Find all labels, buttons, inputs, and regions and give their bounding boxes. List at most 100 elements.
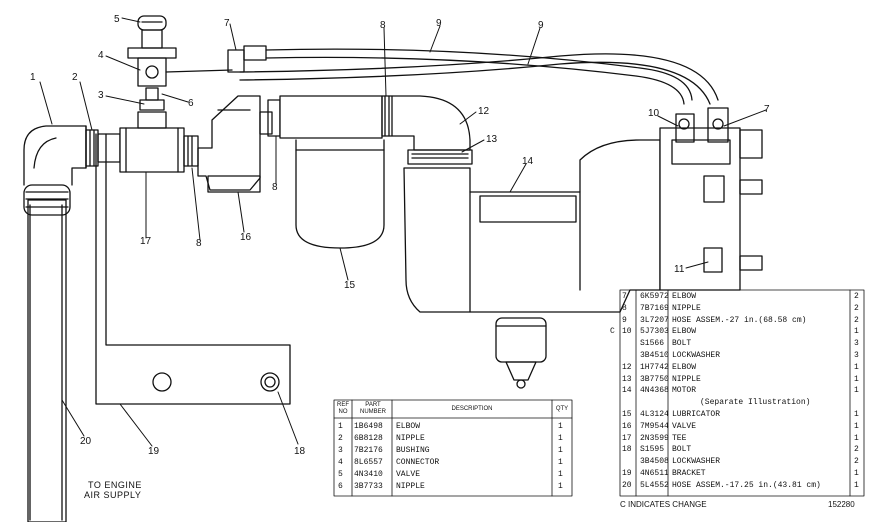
callout-8-mid: 8 xyxy=(272,182,278,193)
left-row-ref: 6 xyxy=(338,482,343,491)
callout-4: 4 xyxy=(98,50,104,61)
right-row-desc: HOSE ASSEM.-27 in.(68.58 cm) xyxy=(672,315,807,325)
left-row-qty: 1 xyxy=(558,470,563,479)
left-row-qty: 1 xyxy=(558,434,563,443)
right-row-qty: 2 xyxy=(854,303,859,313)
right-row-qty: 2 xyxy=(854,292,859,301)
right-row-qty: 3 xyxy=(854,351,859,360)
right-row-ref: 8 xyxy=(622,303,627,313)
air-motor xyxy=(403,139,661,389)
air-supply-note-line2: AIR SUPPLY xyxy=(84,490,142,500)
motor-nipple xyxy=(407,149,473,165)
right-row-desc: LOCKWASHER xyxy=(672,457,721,467)
right-row-part: 5L4552 xyxy=(640,480,669,490)
callout-11: 11 xyxy=(674,264,685,275)
col-header-qty: QTY xyxy=(555,406,569,412)
left-row-part: 7B2176 xyxy=(354,446,383,455)
bushing-and-nipple xyxy=(139,87,165,111)
callout-20: 20 xyxy=(80,436,92,447)
callout-7-top: 7 xyxy=(224,18,230,29)
right-row-ref: 19 xyxy=(622,469,632,478)
col-header-part: PART NUMBER xyxy=(359,402,386,415)
right-row-qty: 1 xyxy=(854,469,859,478)
right-row-ref: 10 xyxy=(622,327,632,337)
right-row-qty: 1 xyxy=(854,374,859,384)
left-row-desc: ELBOW xyxy=(396,422,421,431)
right-row-ref: 17 xyxy=(622,433,632,443)
change-legend: C INDICATES CHANGE xyxy=(620,500,707,509)
control-valve xyxy=(197,95,273,193)
right-row-qty: 1 xyxy=(854,386,859,396)
col-header-ref: REF NO xyxy=(337,402,349,415)
right-row-part: 3B7750 xyxy=(640,374,669,384)
motor-flange xyxy=(659,107,763,291)
callout-18: 18 xyxy=(294,446,306,457)
right-row-part: 4L3124 xyxy=(640,410,669,419)
right-row-qty: 1 xyxy=(854,362,859,372)
right-row-qty: 1 xyxy=(854,480,859,490)
right-row-desc: MOTOR xyxy=(672,386,697,396)
supply-hose xyxy=(23,184,71,522)
col-header-description: DESCRIPTION xyxy=(451,406,493,412)
callout-13: 13 xyxy=(486,134,498,145)
callout-9-left: 9 xyxy=(436,18,442,29)
right-row-part: 5J7303 xyxy=(640,327,669,337)
right-row-desc: BRACKET xyxy=(672,469,706,478)
tee-fitting xyxy=(119,111,199,173)
right-row-part: 4N4368 xyxy=(640,386,669,396)
right-row-ref: 16 xyxy=(622,421,632,431)
table-rules xyxy=(333,289,865,497)
left-row-desc: VALVE xyxy=(396,470,421,479)
left-row-qty: 1 xyxy=(558,422,563,431)
right-row-qty: 1 xyxy=(854,327,859,337)
callout-15: 15 xyxy=(344,280,356,291)
air-supply-note: TO ENGINE AIR SUPPLY xyxy=(84,480,142,500)
callout-3: 3 xyxy=(98,90,104,101)
valve-assembly xyxy=(127,15,233,87)
left-row-part: 8L6557 xyxy=(354,458,383,467)
callout-2: 2 xyxy=(72,72,78,83)
right-row-desc: ELBOW xyxy=(672,327,697,337)
right-row-desc: NIPPLE xyxy=(672,374,701,384)
right-row-qty: 1 xyxy=(854,433,859,443)
left-row-ref: 1 xyxy=(338,422,343,431)
left-row-ref: 2 xyxy=(338,434,343,443)
right-row-desc: LUBRICATOR xyxy=(672,410,721,419)
right-row-part: 4N6511 xyxy=(640,469,669,478)
right-row-desc: HOSE ASSEM.-17.25 in.(43.81 cm) xyxy=(672,480,821,490)
hose-assemblies xyxy=(227,45,719,105)
left-row-qty: 1 xyxy=(558,458,563,467)
callout-14: 14 xyxy=(522,156,534,167)
right-row-desc: VALVE xyxy=(672,421,697,431)
right-row-ref: 20 xyxy=(622,480,632,490)
right-row-ref: 14 xyxy=(622,386,632,396)
left-row-desc: CONNECTOR xyxy=(396,458,440,467)
right-row-part: 3B4510 xyxy=(640,351,669,360)
nipple-fitting xyxy=(85,129,121,167)
left-row-qty: 1 xyxy=(558,482,563,491)
right-row-qty: 2 xyxy=(854,315,859,325)
callout-1: 1 xyxy=(30,72,36,83)
right-row-qty: 1 xyxy=(854,410,859,419)
left-row-ref: 3 xyxy=(338,446,343,455)
left-row-part: 4N3410 xyxy=(354,470,383,479)
right-row-ref: 18 xyxy=(622,445,632,455)
mounting-bracket xyxy=(95,133,291,405)
right-row-part: S1566 xyxy=(640,339,665,349)
callout-5: 5 xyxy=(114,14,120,25)
callout-numbers: 1 2 3 4 5 6 7 7 8 8 8 9 9 10 11 12 13 14… xyxy=(30,14,770,457)
left-row-desc: NIPPLE xyxy=(396,434,425,443)
callout-12: 12 xyxy=(478,106,490,117)
motor-elbow xyxy=(391,95,471,151)
lubricator xyxy=(267,95,393,249)
right-row-part: 1H7742 xyxy=(640,362,669,372)
right-row-part: 2N3599 xyxy=(640,433,669,443)
right-row-part: 3L7207 xyxy=(640,315,669,325)
right-row-qty: 2 xyxy=(854,457,859,467)
right-row-ref: 9 xyxy=(622,315,627,325)
left-row-part: 3B7733 xyxy=(354,482,383,491)
callout-17: 17 xyxy=(140,236,152,247)
figure-number: 152280 xyxy=(828,500,855,509)
right-row-desc: (Separate Illustration) xyxy=(700,398,811,408)
